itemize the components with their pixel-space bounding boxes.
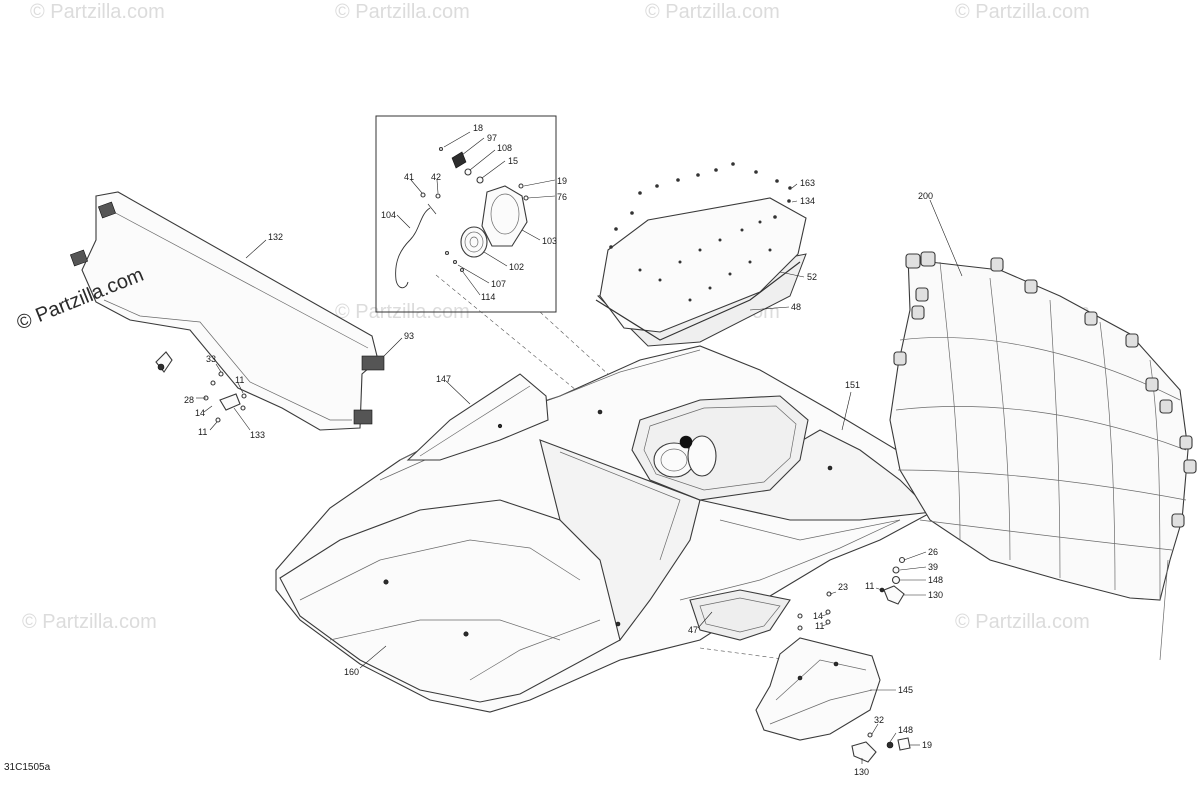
leader-160	[359, 645, 387, 669]
side-panel	[69, 191, 385, 431]
label-39: 39	[928, 562, 938, 572]
cargo-net	[889, 251, 1197, 661]
left-bracket-hardware	[155, 351, 251, 431]
leader-200	[929, 199, 963, 277]
label-48: 48	[791, 302, 801, 312]
watermark-text: © Partzilla.com	[955, 1, 1090, 23]
label-41: 41	[404, 172, 414, 182]
label-47: 47	[688, 625, 698, 635]
trim-connector-line	[699, 647, 791, 661]
label-130: 130	[854, 767, 869, 777]
label-11: 11	[865, 581, 874, 591]
label-145: 145	[898, 685, 913, 695]
watermark-text: © Partzilla.com	[22, 611, 157, 633]
label-200: 200	[918, 191, 933, 201]
label-102: 102	[509, 262, 524, 272]
label-93: 93	[404, 331, 414, 341]
side-trim-left	[406, 373, 549, 461]
speaker-assembly	[395, 146, 529, 289]
watermark-text: © Partzilla.com	[30, 1, 165, 23]
label-104: 104	[381, 210, 396, 220]
side-trim-right	[755, 637, 881, 741]
storage-lid	[595, 197, 807, 347]
inset-labels: 18 97 108 15 19 76 41 42 104 103 102 107…	[381, 123, 567, 302]
label-97: 97	[487, 133, 497, 143]
clip-part	[451, 151, 467, 169]
bottom-hardware	[851, 723, 920, 764]
label-33: 33	[206, 354, 216, 364]
label-108: 108	[497, 143, 512, 153]
label-148: 148	[898, 725, 913, 735]
label-107: 107	[491, 279, 506, 289]
label-32: 32	[874, 715, 884, 725]
wire-harness-part	[395, 207, 431, 289]
leader-132	[245, 239, 267, 259]
label-11: 11	[198, 427, 207, 437]
watermark-text: © Partzilla.com	[955, 611, 1090, 633]
label-151: 151	[845, 380, 860, 390]
label-11: 11	[235, 375, 244, 385]
lid-fasteners	[609, 162, 792, 302]
label-11: 11	[815, 621, 824, 631]
inset-leaders	[396, 131, 556, 296]
panel-part	[81, 191, 379, 431]
inset-frame	[375, 115, 557, 313]
label-163: 163	[800, 178, 815, 188]
label-23: 23	[838, 582, 848, 592]
label-114: 114	[481, 292, 495, 302]
label-132: 132	[268, 232, 283, 242]
label-52: 52	[807, 272, 817, 282]
watermark-text: © Partzilla.com	[645, 1, 780, 23]
speaker-housing-part	[481, 185, 528, 247]
lid-leaders	[749, 183, 805, 311]
label-130: 130	[928, 590, 943, 600]
label-133: 133	[250, 430, 265, 440]
label-147: 147	[436, 374, 451, 384]
label-42: 42	[431, 172, 441, 182]
label-26: 26	[928, 547, 938, 557]
label-15: 15	[508, 156, 518, 166]
right-hardware	[797, 551, 927, 631]
lid-part	[599, 197, 807, 333]
speaker-grille-part	[460, 226, 488, 258]
label-28: 28	[184, 395, 194, 405]
label-76: 76	[557, 192, 567, 202]
drawing-code: 31C1505a	[4, 762, 51, 773]
label-160: 160	[344, 667, 359, 677]
label-18: 18	[473, 123, 483, 133]
inset-connector-line	[435, 274, 656, 456]
leader-93	[383, 337, 403, 357]
label-19: 19	[557, 176, 567, 186]
leader-47	[697, 611, 713, 629]
label-14: 14	[195, 408, 205, 418]
label-19: 19	[922, 740, 932, 750]
leader-147	[445, 380, 471, 405]
label-103: 103	[542, 236, 557, 246]
label-134: 134	[800, 196, 815, 206]
leader-151	[841, 391, 852, 431]
label-14: 14	[813, 611, 823, 621]
watermark-text: © Partzilla.com	[335, 1, 470, 23]
label-148: 148	[928, 575, 943, 585]
